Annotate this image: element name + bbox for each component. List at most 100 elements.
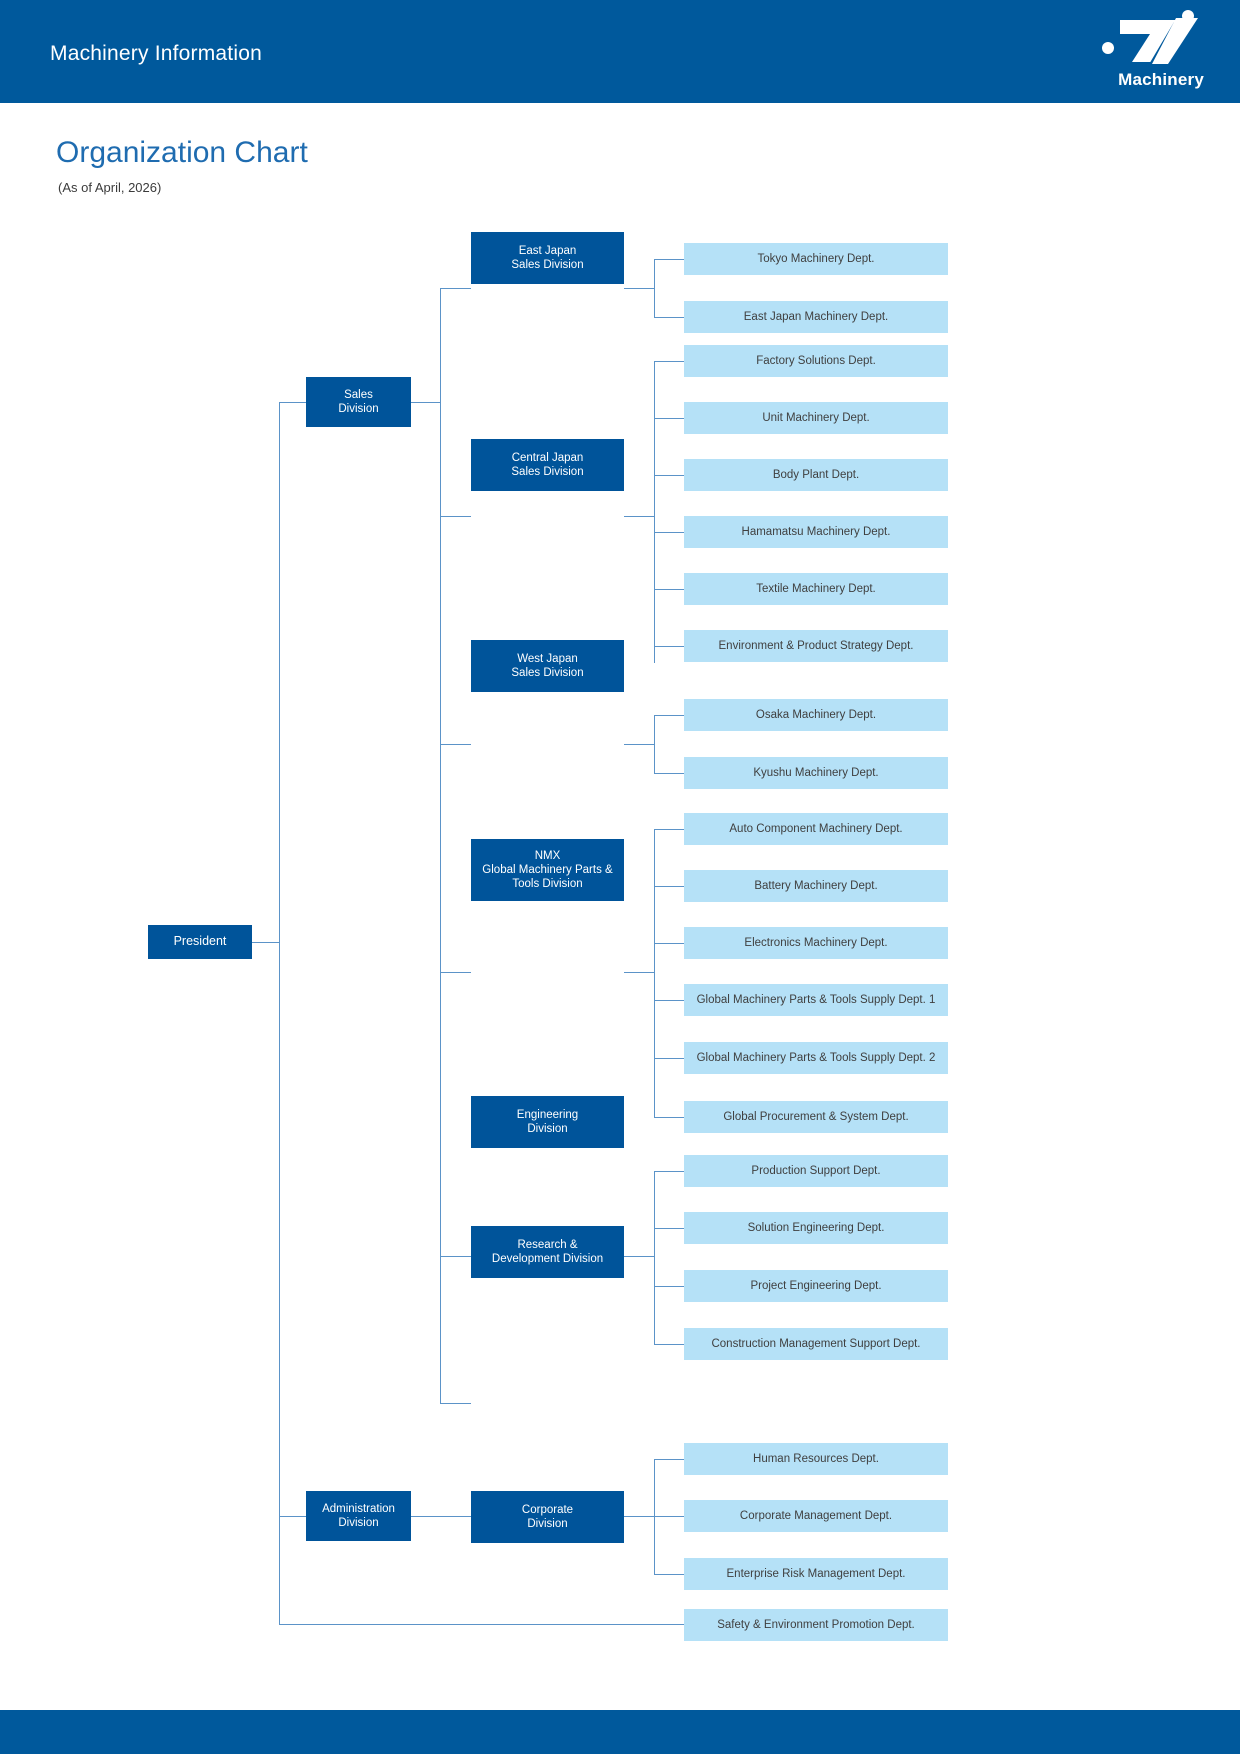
node-sales-division-label-2: Division <box>338 403 379 415</box>
brand-wordmark: Machinery <box>1118 70 1204 89</box>
connector <box>654 475 684 476</box>
node-corporate-division[interactable]: Corporate Division <box>471 1491 624 1543</box>
dept-label: Auto Component Machinery Dept. <box>729 822 903 835</box>
page-subtitle: (As of April, 2026) <box>58 180 162 195</box>
dept-factory-solutions[interactable]: Factory Solutions Dept. <box>684 345 948 377</box>
node-east-japan-label-2: Sales Division <box>511 259 584 271</box>
dept-label: Unit Machinery Dept. <box>762 411 870 424</box>
footer-bar <box>0 1710 1240 1754</box>
node-engineering-label-1: Engineering <box>516 1108 579 1121</box>
node-corporate-label-1: Corporate <box>521 1503 574 1516</box>
dept-label: Corporate Management Dept. <box>739 1509 893 1522</box>
node-central-japan-label-2: Sales Division <box>511 466 584 478</box>
dept-project-engineering[interactable]: Project Engineering Dept. <box>684 1270 948 1302</box>
connector <box>654 1171 655 1344</box>
node-nmx-label-2: Global Machinery Parts & <box>482 863 613 876</box>
dept-body-plant[interactable]: Body Plant Dept. <box>684 459 948 491</box>
connector <box>279 1516 306 1517</box>
node-west-japan-label-2: Sales Division <box>511 667 584 679</box>
dept-label: Human Resources Dept. <box>753 1452 879 1465</box>
dept-label: Safety & Environment Promotion Dept. <box>717 1618 915 1631</box>
connector <box>654 1459 684 1460</box>
connector <box>654 1516 684 1517</box>
connector <box>624 972 654 973</box>
dept-global-procurement-system[interactable]: Global Procurement & System Dept. <box>684 1101 948 1133</box>
dept-electronics-machinery[interactable]: Electronics Machinery Dept. <box>684 927 948 959</box>
node-east-japan-sales-division[interactable]: East Japan Sales Division <box>471 232 624 284</box>
dept-enterprise-risk-management[interactable]: Enterprise Risk Management Dept. <box>684 1558 948 1590</box>
dept-corporate-management[interactable]: Corporate Management Dept. <box>684 1500 948 1532</box>
page-title: Organization Chart <box>56 136 308 169</box>
connector <box>440 1403 471 1404</box>
connector <box>654 317 684 318</box>
node-engineering-label-2: Division <box>527 1123 568 1135</box>
connector <box>411 402 441 403</box>
connector <box>654 773 684 774</box>
dept-osaka-machinery[interactable]: Osaka Machinery Dept. <box>684 699 948 731</box>
node-research-development-division[interactable]: Research & Development Division <box>471 1226 624 1278</box>
dept-textile-machinery[interactable]: Textile Machinery Dept. <box>684 573 948 605</box>
connector <box>279 402 280 1624</box>
connector <box>654 1459 655 1575</box>
dept-label: Environment & Product Strategy Dept. <box>718 639 914 652</box>
dept-label: Textile Machinery Dept. <box>756 582 876 595</box>
dept-unit-machinery[interactable]: Unit Machinery Dept. <box>684 402 948 434</box>
dept-label: Global Machinery Parts & Tools Supply De… <box>696 993 936 1006</box>
connector <box>624 1256 654 1257</box>
connector <box>654 1000 684 1001</box>
dept-east-japan-machinery[interactable]: East Japan Machinery Dept. <box>684 301 948 333</box>
connector <box>654 1171 684 1172</box>
dept-kyushu-machinery[interactable]: Kyushu Machinery Dept. <box>684 757 948 789</box>
node-research-development-label-1: Research & <box>517 1238 578 1251</box>
node-president-label: President <box>173 934 227 949</box>
node-corporate-label-2: Division <box>527 1518 568 1530</box>
dept-battery-machinery[interactable]: Battery Machinery Dept. <box>684 870 948 902</box>
node-administration-division-label-1: Administration <box>322 1502 395 1515</box>
node-nmx-global-machinery-parts-tools-division[interactable]: NMX Global Machinery Parts & Tools Divis… <box>471 839 624 901</box>
connector <box>624 288 654 289</box>
dept-auto-component-machinery[interactable]: Auto Component Machinery Dept. <box>684 813 948 845</box>
node-administration-division[interactable]: Administration Division <box>306 1491 411 1541</box>
node-research-development-label-2: Development Division <box>491 1253 604 1265</box>
connector <box>654 715 684 716</box>
connector <box>654 259 655 318</box>
node-engineering-division[interactable]: Engineering Division <box>471 1096 624 1148</box>
dept-hamamatsu-machinery[interactable]: Hamamatsu Machinery Dept. <box>684 516 948 548</box>
connector <box>279 1624 684 1625</box>
dept-label: Solution Engineering Dept. <box>747 1221 885 1234</box>
dept-human-resources[interactable]: Human Resources Dept. <box>684 1443 948 1475</box>
dept-label: Osaka Machinery Dept. <box>755 708 877 721</box>
dept-label: Factory Solutions Dept. <box>756 354 876 367</box>
dept-label: East Japan Machinery Dept. <box>743 310 889 323</box>
dept-global-parts-supply-2[interactable]: Global Machinery Parts & Tools Supply De… <box>684 1042 948 1074</box>
node-central-japan-label-1: Central Japan <box>511 451 584 464</box>
dept-solution-engineering[interactable]: Solution Engineering Dept. <box>684 1212 948 1244</box>
node-sales-division-label-1: Sales <box>344 388 373 401</box>
dept-label: Global Machinery Parts & Tools Supply De… <box>696 1051 936 1064</box>
connector <box>654 259 684 260</box>
dept-production-support[interactable]: Production Support Dept. <box>684 1155 948 1187</box>
node-central-japan-sales-division[interactable]: Central Japan Sales Division <box>471 439 624 491</box>
connector <box>624 516 654 517</box>
connector <box>252 942 280 943</box>
node-president[interactable]: President <box>148 925 252 959</box>
machinery-swoosh-icon <box>1102 10 1198 66</box>
node-west-japan-label-1: West Japan <box>517 652 578 665</box>
dept-label: Global Procurement & System Dept. <box>723 1110 909 1123</box>
node-sales-division[interactable]: Sales Division <box>306 377 411 427</box>
dept-tokyo-machinery[interactable]: Tokyo Machinery Dept. <box>684 243 948 275</box>
connector <box>654 646 684 647</box>
connector <box>654 1058 684 1059</box>
dept-safety-environment-promotion[interactable]: Safety & Environment Promotion Dept. <box>684 1609 948 1641</box>
node-east-japan-label-1: East Japan <box>518 244 577 257</box>
connector <box>624 744 654 745</box>
dept-construction-management-support[interactable]: Construction Management Support Dept. <box>684 1328 948 1360</box>
node-west-japan-sales-division[interactable]: West Japan Sales Division <box>471 640 624 692</box>
dept-global-parts-supply-1[interactable]: Global Machinery Parts & Tools Supply De… <box>684 984 948 1016</box>
connector <box>654 1286 684 1287</box>
node-administration-division-label-2: Division <box>338 1517 379 1529</box>
connector <box>654 715 655 774</box>
dept-environment-product-strategy[interactable]: Environment & Product Strategy Dept. <box>684 630 948 662</box>
connector <box>440 288 441 1403</box>
